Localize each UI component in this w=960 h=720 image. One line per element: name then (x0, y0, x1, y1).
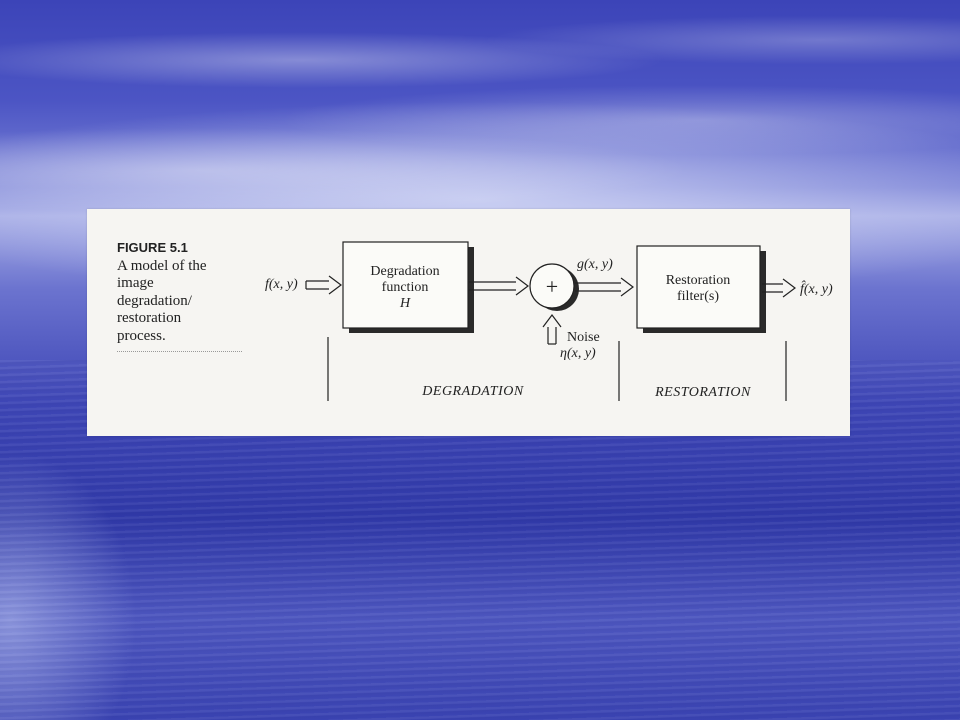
input-signal-label: f(x, y) (265, 277, 298, 292)
output-signal-label: f̂(x, y) (800, 280, 833, 297)
noise-label: Noise (567, 330, 600, 345)
figure-caption: FIGURE 5.1 A model of the image degradat… (117, 239, 247, 345)
caption-line: degradation/ (117, 292, 192, 309)
restoration-block (636, 245, 761, 329)
caption-line: restoration (117, 310, 182, 326)
restoration-block-line1: Restoration (666, 273, 731, 288)
degradation-block (342, 241, 469, 329)
restoration-block-line2: filter(s) (677, 289, 719, 304)
degradation-to-adder-arrow (469, 276, 529, 296)
caption-line: process. (117, 327, 166, 344)
degraded-signal-label: g(x, y) (577, 257, 613, 272)
input-arrow (305, 275, 342, 295)
adder-to-restoration-arrow (575, 277, 634, 297)
degradation-block-line1: Degradation (370, 264, 439, 279)
adder-symbol: + (546, 274, 558, 299)
figure-label: FIGURE 5.1 (117, 240, 188, 255)
adder-node (529, 263, 575, 309)
caption-line: A model of the (117, 257, 207, 274)
caption-line: image (117, 275, 154, 291)
restoration-stage-label: RESTORATION (654, 385, 751, 400)
degradation-block-line3: H (399, 296, 411, 311)
figure-panel: FIGURE 5.1 A model of the image degradat… (87, 209, 850, 436)
output-arrow (762, 278, 796, 298)
noise-arrow (542, 314, 562, 345)
degradation-restoration-diagram: f(x, y) Degradation function H + g(x, y) (265, 241, 833, 401)
degradation-stage-label: DEGRADATION (421, 384, 524, 399)
noise-symbol: η(x, y) (560, 346, 596, 361)
caption-divider (117, 351, 242, 352)
degradation-block-line2: function (382, 280, 429, 295)
